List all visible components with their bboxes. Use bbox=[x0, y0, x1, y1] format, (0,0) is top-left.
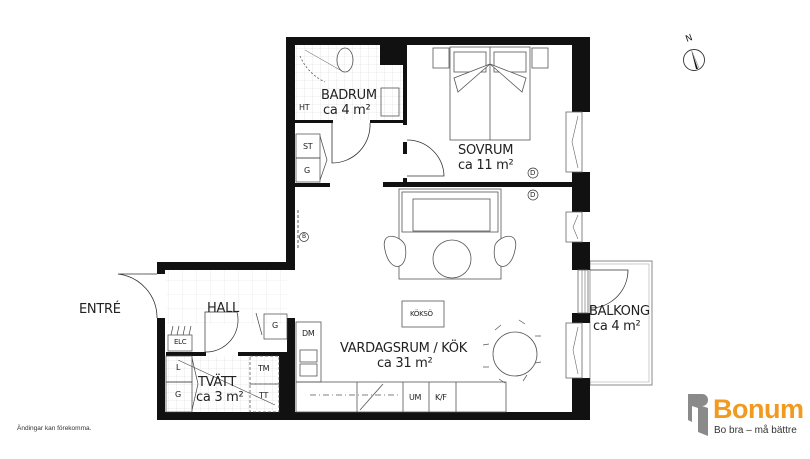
kitchen bbox=[295, 321, 507, 413]
room-area-tvatt: ca 3 m² bbox=[196, 390, 244, 405]
room-area-sovrum: ca 11 m² bbox=[458, 158, 514, 173]
room-name-sovrum: SOVRUM bbox=[458, 143, 514, 158]
brand-name: Bonum bbox=[713, 394, 804, 424]
room-name-badrum: BADRUM bbox=[321, 88, 377, 103]
fixture-kokso: KÖKSÖ bbox=[410, 310, 433, 318]
brand-tagline: Bo bra – må bättre bbox=[714, 425, 797, 436]
windows bbox=[565, 111, 589, 379]
fixture-tt: TT bbox=[259, 391, 269, 400]
fixture-dm: DM bbox=[302, 329, 315, 338]
room-area-balkong: ca 4 m² bbox=[593, 319, 641, 334]
room-name-tvatt: TVÄTT bbox=[198, 375, 237, 390]
fixture-um: UM bbox=[409, 393, 422, 402]
room-area-badrum: ca 4 m² bbox=[323, 103, 371, 118]
room-name-balkong: BALKONG bbox=[589, 304, 650, 319]
marker-b: B bbox=[302, 233, 306, 240]
fixture-g-closet: G bbox=[304, 166, 310, 175]
bed bbox=[432, 46, 549, 141]
fixture-l: L bbox=[176, 363, 181, 372]
bonum-logo: Bonum Bo bra – må bättre bbox=[686, 392, 806, 442]
room-name-vardagsrum: VARDAGSRUM / KÖK bbox=[340, 341, 467, 356]
compass-rose bbox=[683, 48, 705, 71]
room-name-hall: HALL bbox=[207, 301, 239, 316]
doors bbox=[117, 122, 629, 353]
fixture-st: ST bbox=[303, 142, 313, 151]
hall-floor bbox=[166, 270, 287, 324]
living-furniture bbox=[383, 188, 538, 377]
marker-d-vardagsrum: D bbox=[530, 191, 536, 199]
fixture-tm: TM bbox=[258, 364, 270, 373]
fixture-g-hall: G bbox=[272, 321, 278, 330]
disclaimer: Ändingar kan förekomma. bbox=[17, 425, 92, 432]
room-area-vardagsrum: ca 31 m² bbox=[377, 356, 433, 371]
entrance-label: ENTRÉ bbox=[79, 302, 121, 317]
bonum-logo-icon bbox=[688, 394, 708, 436]
fixture-ht: HT bbox=[299, 103, 310, 112]
walls bbox=[157, 37, 590, 420]
fixture-elc: ELC bbox=[174, 338, 187, 346]
fixture-kf: K/F bbox=[435, 393, 447, 402]
marker-d-sovrum: D bbox=[530, 169, 536, 177]
fixture-g-tvatt: G bbox=[175, 390, 181, 399]
